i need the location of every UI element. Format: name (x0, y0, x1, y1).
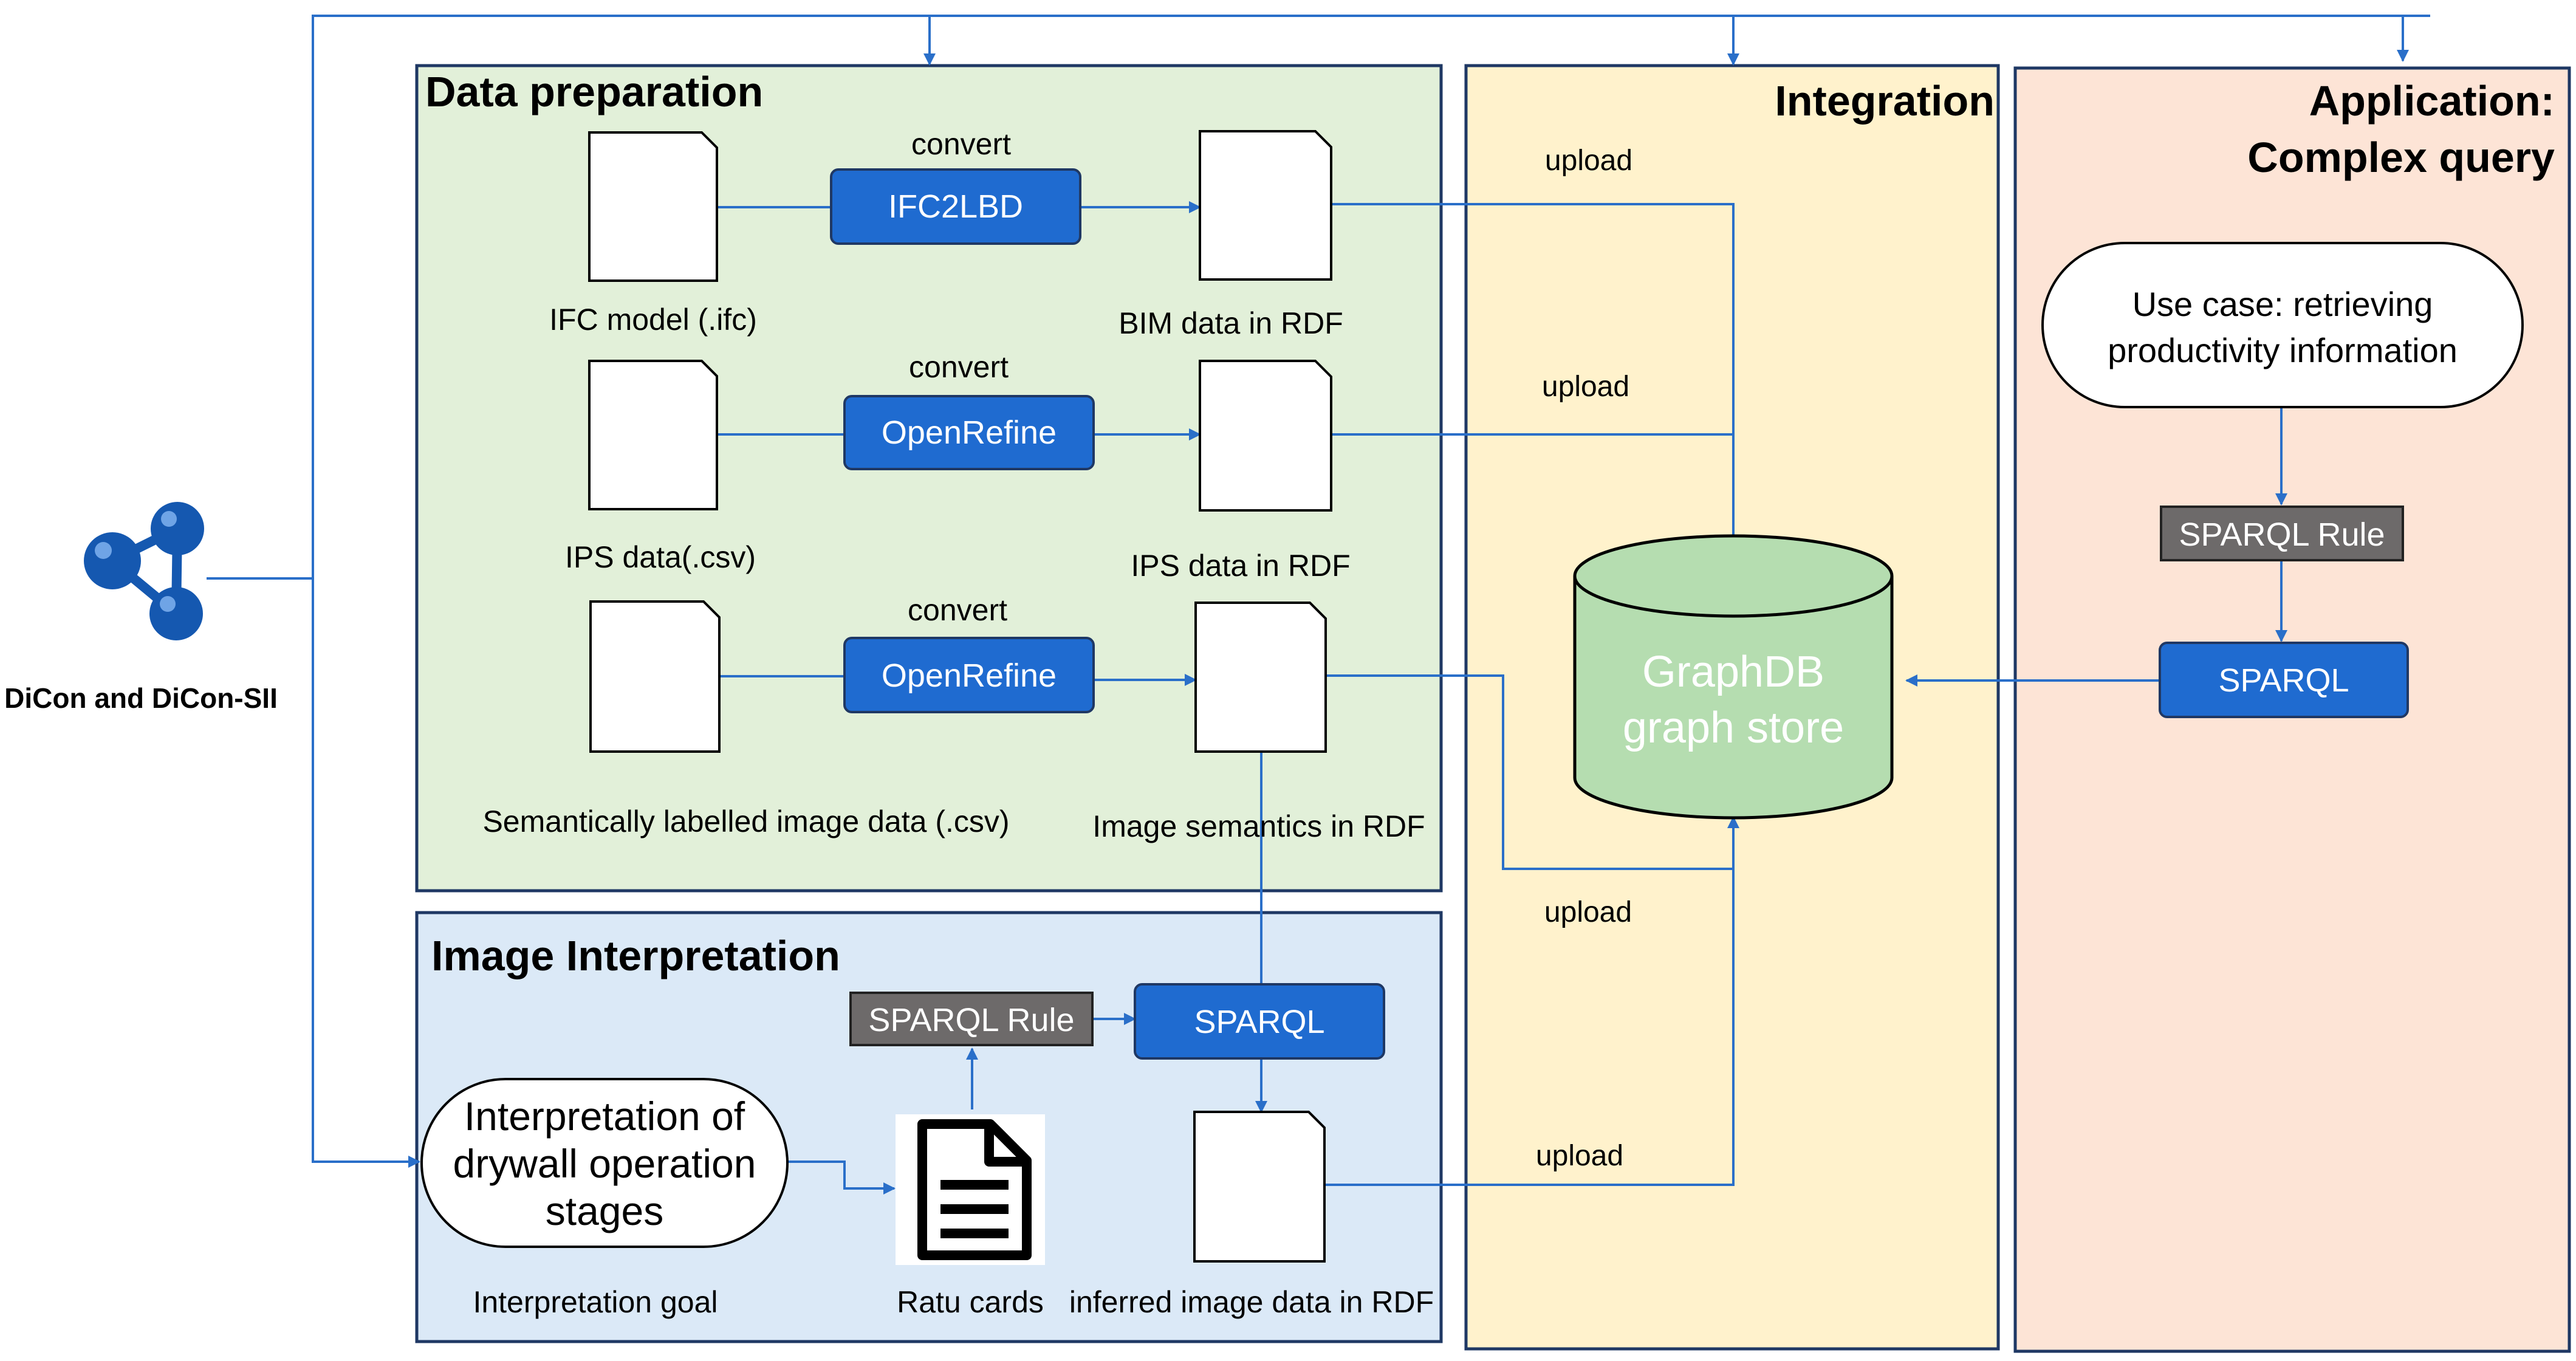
ifc-model-label: IFC model (.ifc) (549, 303, 757, 337)
bim-rdf-file-icon (1199, 130, 1332, 281)
data-preparation-title: Data preparation (425, 68, 763, 115)
openrefine-button-2[interactable]: OpenRefine (843, 637, 1095, 713)
ifc-model-file-icon (588, 131, 718, 282)
graphdb-cylinder-icon: GraphDB graph store (1573, 534, 1894, 820)
sparql-rule-box-interpretation[interactable]: SPARQL Rule (849, 992, 1094, 1046)
openrefine-label-1: OpenRefine (882, 414, 1057, 451)
use-case-node: Use case: retrieving productivity inform… (2041, 242, 2524, 408)
image-data-file-icon (589, 600, 721, 753)
image-semantics-file-icon (1194, 602, 1327, 753)
sparql-button-application[interactable]: SPARQL (2159, 642, 2409, 718)
upload-label-4: upload (1536, 1140, 1623, 1172)
ratu-cards-label: Ratu cards (897, 1285, 1044, 1319)
graphdb-label-line2: graph store (1623, 704, 1844, 752)
sparql-button-interpretation[interactable]: SPARQL (1134, 983, 1385, 1060)
integration-title: Integration (1775, 77, 1995, 125)
ips-rdf-file-icon (1199, 360, 1332, 512)
sparql-label-application: SPARQL (2218, 662, 2349, 699)
image-data-label: Semantically labelled image data (.csv) (482, 804, 1009, 838)
ips-data-label: IPS data(.csv) (565, 540, 756, 574)
sparql-rule-label-application: SPARQL Rule (2179, 516, 2385, 553)
upload-label-3: upload (1544, 896, 1632, 928)
application-title-line1: Application: (2309, 77, 2555, 125)
ratu-cards-document-icon (896, 1114, 1045, 1265)
interpretation-goal-line1: Interpretation of (464, 1094, 745, 1139)
ifc2lbd-button[interactable]: IFC2LBD (830, 168, 1081, 245)
convert-label-1: convert (911, 127, 1011, 161)
connectors (207, 15, 2430, 1195)
image-interpretation-title: Image Interpretation (431, 932, 840, 979)
dicon-label: DiCon and DiCon-SII (4, 682, 278, 714)
convert-label-3: convert (908, 593, 1007, 627)
ontology-network-icon (84, 502, 204, 640)
use-case-line1: Use case: retrieving (2132, 285, 2433, 323)
inferred-image-file-icon (1193, 1111, 1326, 1263)
interpretation-goal-label: Interpretation goal (473, 1285, 718, 1319)
interpretation-goal-node: Interpretation of drywall operation stag… (420, 1078, 789, 1248)
ips-rdf-label: IPS data in RDF (1131, 549, 1350, 583)
interpretation-goal-line2: drywall operation (453, 1141, 756, 1186)
sparql-rule-box-application[interactable]: SPARQL Rule (2160, 506, 2404, 561)
bim-rdf-label: BIM data in RDF (1118, 306, 1343, 340)
inferred-image-label: inferred image data in RDF (1069, 1285, 1434, 1319)
application-title-line2: Complex query (2247, 134, 2555, 181)
upload-label-2: upload (1542, 371, 1629, 403)
sparql-rule-label-interpretation: SPARQL Rule (868, 1002, 1074, 1038)
image-semantics-label: Image semantics in RDF (1092, 809, 1425, 843)
upload-label-1: upload (1545, 145, 1632, 177)
openrefine-button-1[interactable]: OpenRefine (843, 395, 1095, 470)
convert-label-2: convert (909, 350, 1009, 384)
ips-data-file-icon (588, 360, 718, 510)
ifc2lbd-label: IFC2LBD (888, 188, 1023, 225)
graphdb-label-line1: GraphDB (1642, 648, 1824, 696)
interpretation-goal-line3: stages (546, 1188, 663, 1233)
sparql-label-interpretation: SPARQL (1194, 1004, 1324, 1040)
use-case-line2: productivity information (2108, 331, 2458, 369)
openrefine-label-2: OpenRefine (882, 657, 1057, 694)
